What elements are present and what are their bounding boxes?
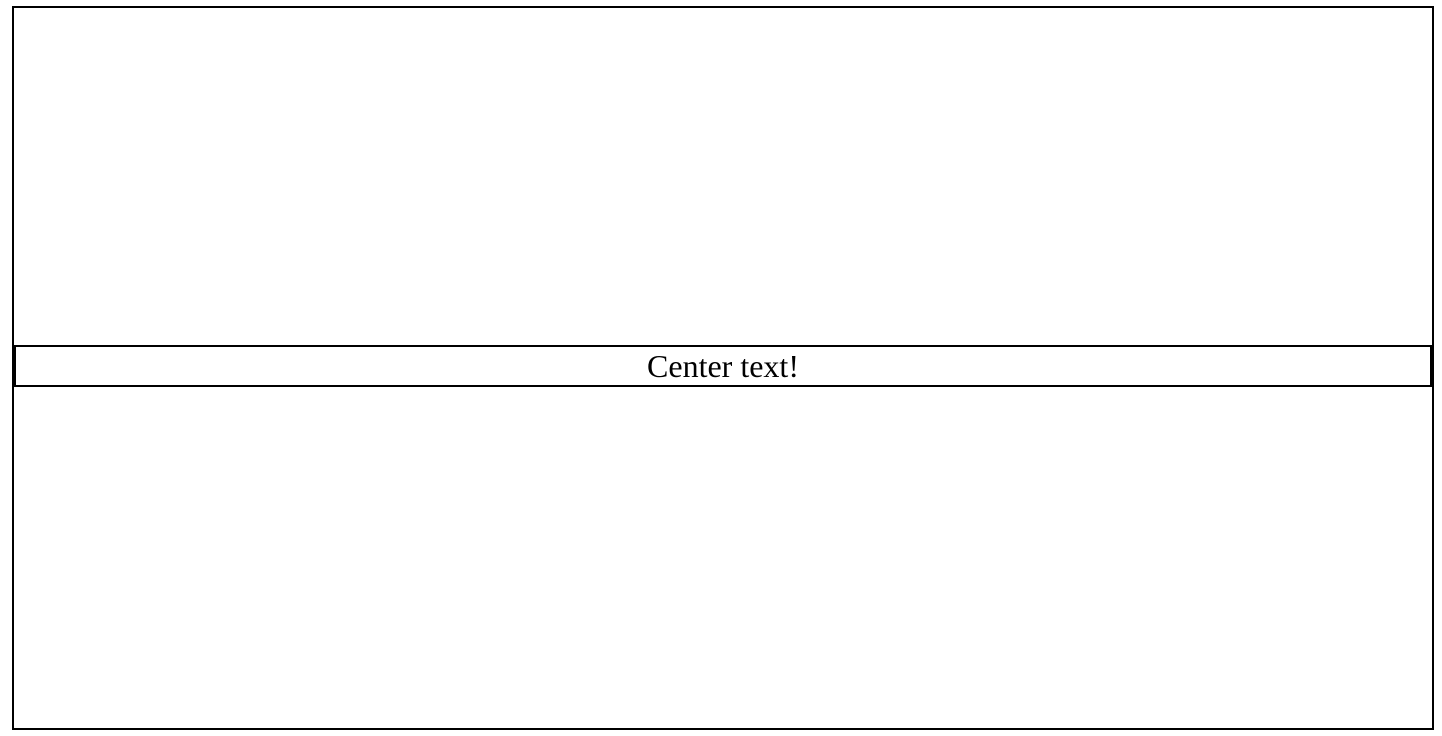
center-text-box: Center text! [14, 345, 1432, 387]
outer-container: Center text! [12, 6, 1434, 730]
center-text: Center text! [647, 348, 799, 384]
